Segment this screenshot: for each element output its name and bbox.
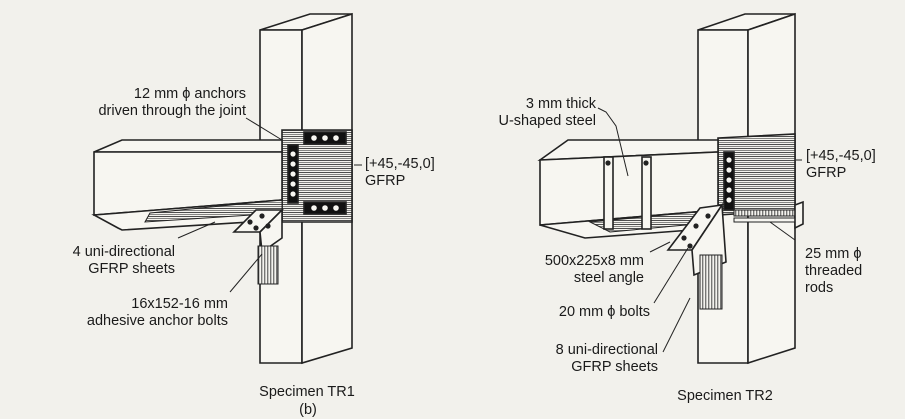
tr1-anchor-strip [287, 144, 299, 204]
tr2-sheets-line1: 8 uni-directional [555, 342, 658, 358]
tr1-anchors-line2: driven through the joint [98, 103, 246, 119]
tr2-u-steel [603, 156, 652, 230]
tr2-leaders [597, 107, 802, 353]
tr1-bolts-label: 16x152-16 mm adhesive anchor bolts [10, 296, 228, 330]
tr1-bolts-line1: 16x152-16 mm [131, 296, 228, 312]
tr2-rods-line3: rods [805, 280, 834, 296]
tr2-steel-line1: 3 mm thick [525, 96, 596, 112]
panel-letter: (b) [299, 402, 317, 418]
tr1-gfrp-line2: GFRP [365, 173, 406, 189]
tr1-beam [91, 139, 283, 231]
tr1-sheets-line2: GFRP sheets [88, 261, 175, 277]
tr2-sheets-line2: GFRP sheets [571, 359, 658, 375]
tr2-anchor-strip [723, 151, 735, 211]
tr2-bolts-label: 20 mm ϕ bolts [510, 304, 650, 321]
tr1-anchor-strips-horizontal [303, 131, 347, 215]
tr2-caption: Specimen TR2 [677, 388, 773, 404]
tr2-angle-label: 500x225x8 mm steel angle [496, 253, 644, 287]
tr1-leaders [177, 117, 362, 293]
tr2-angle-line2: steel angle [573, 270, 644, 286]
tr1-sheets-label: 4 uni-directional GFRP sheets [20, 244, 175, 278]
tr2-threaded-rods [733, 200, 804, 230]
tr2-sheets-label: 8 uni-directional GFRP sheets [494, 342, 658, 376]
tr2-bolts-line1: 20 mm ϕ bolts [558, 304, 650, 320]
tr2-gfrp-line1: [+45,-45,0] [806, 148, 876, 164]
tr1-gfrp-line1: [+45,-45,0] [365, 156, 435, 172]
tr2-rods-label: 25 mm ϕ threaded rods [805, 246, 862, 297]
tr2-steel-line2: U-shaped steel [498, 113, 596, 129]
tr2-gfrp-label: [+45,-45,0] GFRP [806, 148, 876, 182]
tr2-rods-line1: 25 mm ϕ [805, 246, 862, 262]
tr2-rods-line2: threaded [805, 263, 863, 279]
specimen-tr2-drawing [537, 12, 804, 365]
tr1-anchors-line1: 12 mm ϕ anchors [133, 86, 246, 102]
tr2-angle-line1: 500x225x8 mm [544, 253, 644, 269]
specimen-tr1-drawing [91, 12, 362, 365]
tr1-anchors-label: 12 mm ϕ anchors driven through the joint [40, 86, 246, 120]
tr1-bracket [232, 208, 284, 285]
tr1-sheets-line1: 4 uni-directional [72, 244, 175, 260]
tr2-steel-angle [666, 202, 727, 310]
tr2-steel-label: 3 mm thick U-shaped steel [460, 96, 596, 130]
tr1-caption: Specimen TR1 [259, 384, 355, 400]
tr2-gfrp-line2: GFRP [806, 165, 847, 181]
tr1-bolts-line2: adhesive anchor bolts [86, 313, 228, 329]
tr1-gfrp-label: [+45,-45,0] GFRP [365, 156, 435, 190]
